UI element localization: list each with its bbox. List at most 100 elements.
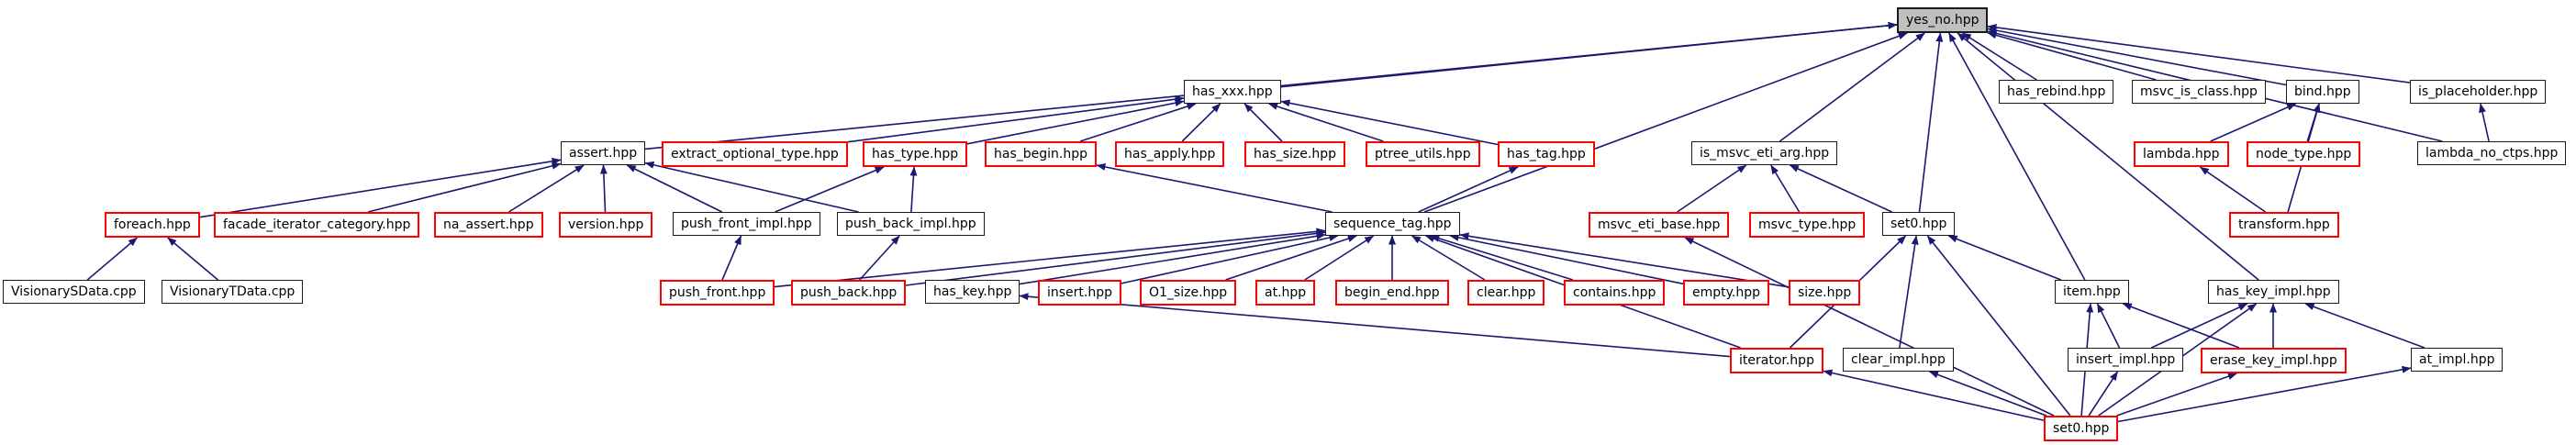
dependency-edge-set0_bottom-to-insert_impl <box>2088 371 2119 417</box>
graph-node-set0_bottom[interactable]: set0.hpp <box>2044 416 2119 441</box>
graph-node-has_tag[interactable]: has_tag.hpp <box>1498 141 1595 167</box>
graph-node-label: O1_size.hpp <box>1149 285 1228 300</box>
graph-node-VisionarySData[interactable]: VisionarySData.cpp <box>3 280 145 304</box>
graph-node-label: msvc_is_class.hpp <box>2140 84 2258 99</box>
graph-node-label: transform.hpp <box>2238 217 2330 232</box>
graph-node-has_key_impl[interactable]: has_key_impl.hpp <box>2208 280 2339 304</box>
graph-node-bind[interactable]: bind.hpp <box>2286 80 2359 104</box>
graph-node-size[interactable]: size.hpp <box>1789 280 1861 306</box>
graph-node-msvc_is_class[interactable]: msvc_is_class.hpp <box>2132 80 2266 104</box>
graph-node-label: has_xxx.hpp <box>1192 84 1273 99</box>
dependency-edge-has_key-to-sequence_tag <box>1019 232 1326 285</box>
dependency-edge-msvc_type-to-is_msvc_eti_arg <box>1770 164 1801 213</box>
graph-node-version[interactable]: version.hpp <box>559 212 653 238</box>
graph-node-node_type[interactable]: node_type.hpp <box>2247 141 2361 167</box>
graph-node-label: push_back.hpp <box>800 285 898 300</box>
dependency-edge-insert_impl-to-has_key_impl <box>2150 303 2248 349</box>
dependency-edge-VisionarySData-to-foreach <box>86 237 139 281</box>
graph-node-iterator[interactable]: iterator.hpp <box>1730 348 1823 373</box>
graph-node-label: contains.hpp <box>1573 285 1656 300</box>
dependency-edge-extract_optional_type-to-has_xxx <box>847 95 1185 143</box>
graph-node-clear_impl[interactable]: clear_impl.hpp <box>1843 348 1954 372</box>
graph-node-begin_end[interactable]: begin_end.hpp <box>1335 280 1449 306</box>
graph-node-push_back_impl[interactable]: push_back_impl.hpp <box>837 212 985 236</box>
graph-node-has_type[interactable]: has_type.hpp <box>863 141 968 167</box>
graph-node-item[interactable]: item.hpp <box>2055 280 2129 304</box>
graph-node-clear[interactable]: clear.hpp <box>1467 280 1545 306</box>
dependency-edge-msvc_is_class-to-yes_no <box>1987 31 2157 81</box>
graph-node-push_front_impl[interactable]: push_front_impl.hpp <box>673 212 820 236</box>
graph-node-lambda_no_ctps[interactable]: lambda_no_ctps.hpp <box>2417 141 2567 165</box>
graph-node-foreach[interactable]: foreach.hpp <box>105 212 200 238</box>
dependency-edge-push_front-to-push_front_impl <box>721 235 742 281</box>
graph-node-at_impl[interactable]: at_impl.hpp <box>2411 348 2504 372</box>
dependency-edge-has_rebind-to-yes_no <box>1961 32 2037 81</box>
graph-node-label: bind.hpp <box>2294 84 2351 99</box>
graph-node-extract_optional_type[interactable]: extract_optional_type.hpp <box>662 141 848 167</box>
dependency-edge-sequence_tag-to-has_tag <box>1418 166 1519 213</box>
graph-node-at[interactable]: at.hpp <box>1255 280 1316 306</box>
dependency-edge-lambda_no_ctps-to-is_placeholder <box>2479 103 2490 142</box>
graph-node-has_apply[interactable]: has_apply.hpp <box>1115 141 1225 167</box>
graph-node-insert[interactable]: insert.hpp <box>1038 280 1122 306</box>
graph-node-push_front[interactable]: push_front.hpp <box>660 280 775 306</box>
graph-node-label: lambda_no_ctps.hpp <box>2425 146 2559 161</box>
graph-node-label: msvc_type.hpp <box>1758 217 1857 232</box>
graph-node-label: has_key_impl.hpp <box>2216 284 2331 299</box>
graph-node-label: facade_iterator_category.hpp <box>223 217 411 232</box>
graph-node-yes_no: yes_no.hpp <box>1897 7 1989 33</box>
graph-node-contains[interactable]: contains.hpp <box>1564 280 1666 306</box>
graph-node-insert_impl[interactable]: insert_impl.hpp <box>2068 348 2184 372</box>
dependency-edge-has_size-to-has_xxx <box>1243 103 1283 142</box>
graph-node-has_key[interactable]: has_key.hpp <box>925 280 1020 304</box>
graph-node-has_xxx[interactable]: has_xxx.hpp <box>1184 80 1281 104</box>
graph-node-transform[interactable]: transform.hpp <box>2229 212 2339 238</box>
graph-node-msvc_eti_base[interactable]: msvc_eti_base.hpp <box>1589 212 1730 238</box>
dependency-edge-transform-to-lambda <box>2199 166 2267 213</box>
graph-node-erase_key_impl[interactable]: erase_key_impl.hpp <box>2201 348 2347 373</box>
graph-node-na_assert[interactable]: na_assert.hpp <box>434 212 543 238</box>
graph-node-assert[interactable]: assert.hpp <box>561 141 646 165</box>
graph-node-label: has_begin.hpp <box>994 147 1087 161</box>
dependency-edge-sequence_tag-to-yes_no <box>1423 32 1908 213</box>
dependency-edge-set0_bottom-to-iterator <box>1823 369 2045 421</box>
graph-node-label: empty.hpp <box>1692 285 1761 300</box>
graph-node-empty[interactable]: empty.hpp <box>1683 280 1770 306</box>
graph-node-label: iterator.hpp <box>1739 353 1814 368</box>
dependency-edge-facade_iterator_category-to-assert <box>367 161 562 213</box>
graph-node-VisionaryTData[interactable]: VisionaryTData.cpp <box>162 280 304 304</box>
graph-node-facade_iterator_category[interactable]: facade_iterator_category.hpp <box>214 212 420 238</box>
graph-node-has_size[interactable]: has_size.hpp <box>1244 141 1345 167</box>
graph-node-sequence_tag[interactable]: sequence_tag.hpp <box>1325 212 1460 236</box>
dependency-edge-push_back-to-sequence_tag <box>905 229 1326 286</box>
graph-node-label: yes_no.hpp <box>1906 13 1979 28</box>
dependency-edge-push_front_impl-to-has_type <box>775 166 885 213</box>
dependency-edge-O1_size-to-sequence_tag <box>1225 235 1357 281</box>
graph-node-label: version.hpp <box>568 217 644 232</box>
graph-node-set0_mid[interactable]: set0.hpp <box>1882 212 1956 236</box>
graph-node-label: has_key.hpp <box>933 284 1012 299</box>
dependency-edge-insert-to-sequence_tag <box>1121 234 1339 284</box>
graph-node-label: set0.hpp <box>2053 421 2110 436</box>
dependency-edge-item-to-set0_mid <box>1947 235 2062 281</box>
dependency-edge-clear_impl-to-set0_mid <box>1899 235 1919 349</box>
graph-node-label: clear_impl.hpp <box>1851 352 1946 367</box>
graph-node-label: VisionarySData.cpp <box>11 284 137 299</box>
graph-node-push_back[interactable]: push_back.hpp <box>791 280 907 306</box>
graph-node-ptree_utils[interactable]: ptree_utils.hpp <box>1366 141 1480 167</box>
dependency-edge-iterator-to-has_key <box>1019 293 1731 358</box>
graph-node-label: has_tag.hpp <box>1507 147 1586 161</box>
graph-node-label: at.hpp <box>1265 285 1307 300</box>
graph-node-msvc_type[interactable]: msvc_type.hpp <box>1749 212 1866 238</box>
dependency-edge-is_placeholder-to-yes_no <box>1987 23 2411 83</box>
graph-node-is_msvc_eti_arg[interactable]: is_msvc_eti_arg.hpp <box>1691 141 1838 165</box>
graph-node-has_rebind[interactable]: has_rebind.hpp <box>1999 80 2114 104</box>
graph-node-O1_size[interactable]: O1_size.hpp <box>1140 280 1237 306</box>
graph-node-has_begin[interactable]: has_begin.hpp <box>985 141 1097 167</box>
dependency-edge-set0_mid-to-is_msvc_eti_arg <box>1789 164 1892 213</box>
graph-node-is_placeholder[interactable]: is_placeholder.hpp <box>2410 80 2547 104</box>
dependency-edge-foreach-to-assert <box>199 157 562 218</box>
dependency-edge-insert_impl-to-item <box>2096 303 2121 349</box>
graph-node-lambda[interactable]: lambda.hpp <box>2134 141 2229 167</box>
